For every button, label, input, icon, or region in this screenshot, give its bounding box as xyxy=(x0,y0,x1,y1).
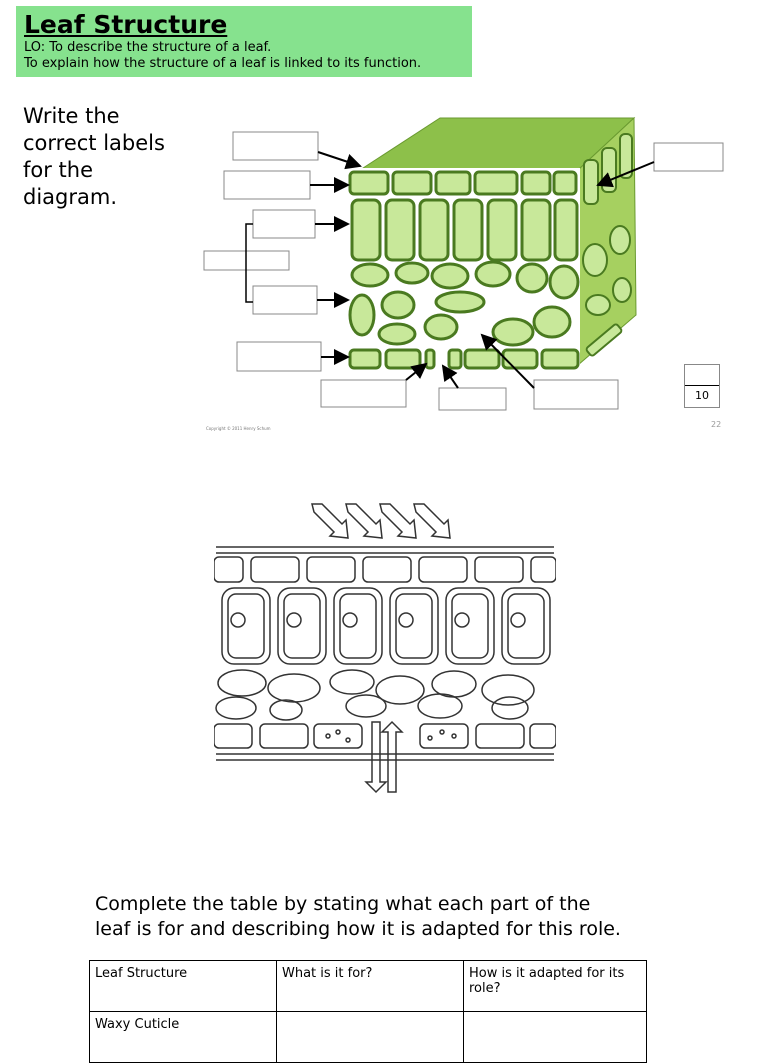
score-box: 10 xyxy=(684,364,720,408)
leaf-outline-diagram xyxy=(214,503,556,794)
table-cell-purpose[interactable] xyxy=(276,1011,464,1063)
bracket-line xyxy=(245,223,253,303)
instruction-text: Write the correct labels for the diagram… xyxy=(23,104,165,209)
palisade-layer xyxy=(350,198,579,262)
score-value: 10 xyxy=(695,389,709,402)
title-box: Leaf Structure LO: To describe the struc… xyxy=(16,6,472,77)
label-box-1 xyxy=(232,131,319,161)
arrow-9 xyxy=(596,161,655,188)
arrow-8 xyxy=(480,333,535,389)
copyright-text: Copyright © 2011 Henry Schum xyxy=(206,426,271,431)
learning-objective-2: To explain how the structure of a leaf i… xyxy=(24,56,422,71)
learning-objective-1: LO: To describe the structure of a leaf. xyxy=(24,40,272,55)
label-box-10 xyxy=(653,142,724,172)
label-box-8 xyxy=(438,387,507,411)
outline-spongy xyxy=(215,669,535,721)
column-header-structure: Leaf Structure xyxy=(89,960,277,1012)
outline-upper-epidermis xyxy=(214,556,556,583)
label-box-6 xyxy=(236,341,322,372)
outline-lower-epidermis xyxy=(214,723,556,749)
leaf-cross-section-diagram xyxy=(203,116,724,411)
arrow-7 xyxy=(441,364,459,389)
outline-palisade xyxy=(221,587,551,665)
arrow-6 xyxy=(405,362,428,381)
leaf-structure-table: Leaf Structure What is it for? How is it… xyxy=(89,960,647,1063)
label-box-3 xyxy=(252,209,316,239)
sunlight-arrows-icon xyxy=(311,503,451,539)
upper-epidermis xyxy=(348,170,578,196)
column-header-purpose: What is it for? xyxy=(276,960,464,1012)
page-title: Leaf Structure xyxy=(24,10,228,39)
gas-exchange-arrows-icon xyxy=(364,720,404,794)
table-header-row: Leaf Structure What is it for? How is it… xyxy=(89,960,647,1012)
table-cell-structure: Waxy Cuticle xyxy=(89,1011,277,1063)
spongy-layer xyxy=(348,260,580,347)
label-box-2 xyxy=(223,170,311,200)
table-row: Waxy Cuticle xyxy=(89,1011,647,1063)
column-header-adaptation: How is it adapted for its role? xyxy=(463,960,647,1012)
arrow-1 xyxy=(317,151,362,170)
label-box-9 xyxy=(533,379,619,410)
page-number: 22 xyxy=(711,420,722,429)
label-box-7 xyxy=(320,379,407,408)
lower-epidermis xyxy=(348,348,580,370)
table-cell-adaptation[interactable] xyxy=(463,1011,647,1063)
score-divider xyxy=(685,385,719,386)
table-instruction: Complete the table by stating what each … xyxy=(95,893,621,940)
label-box-5 xyxy=(252,285,318,315)
